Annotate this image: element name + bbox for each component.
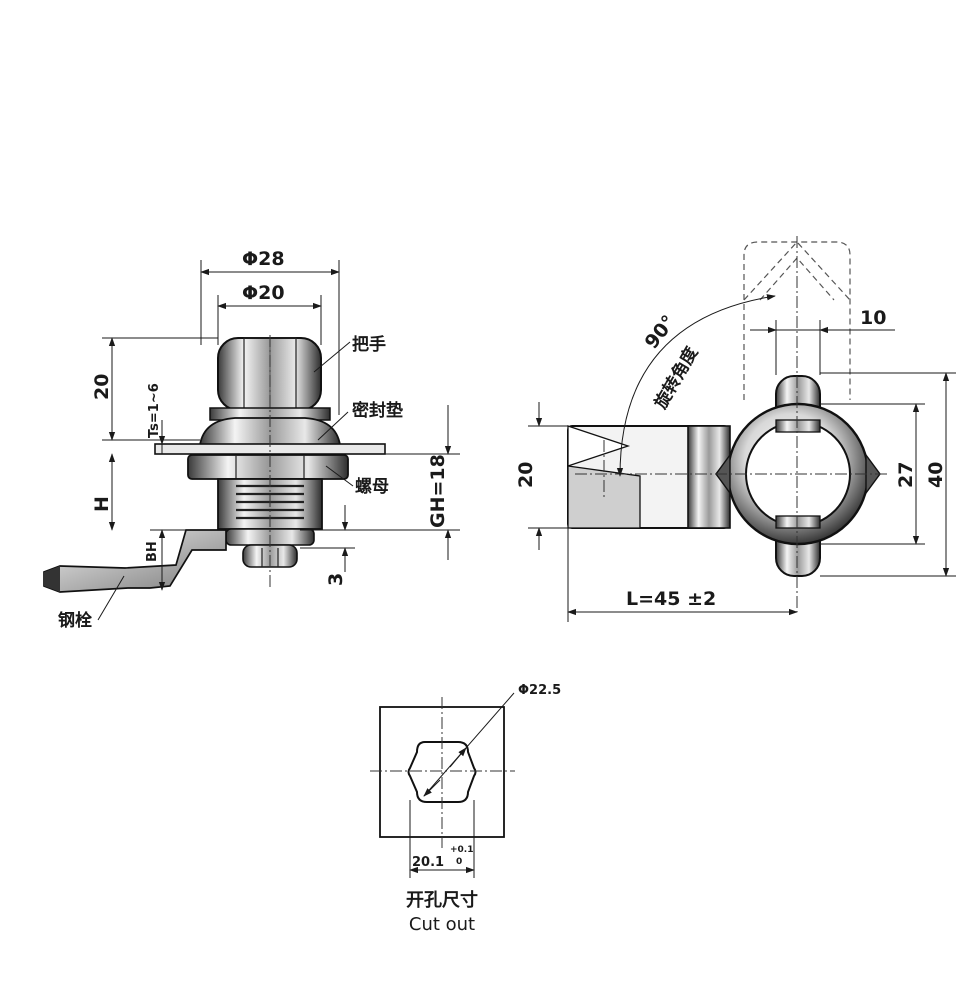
nut — [187, 454, 349, 480]
cutout-caption-en: Cut out — [409, 914, 475, 935]
cutout-dia-label: Φ22.5 — [518, 683, 561, 698]
cutout-width-label: 20.1 — [412, 855, 444, 870]
cam-blade — [567, 425, 731, 529]
dim-bh-label: BH — [145, 541, 160, 562]
dim20-label: 20 — [91, 374, 113, 400]
dim-h-label: H — [91, 496, 113, 512]
dim27-label: 27 — [895, 462, 917, 488]
label-handle: 把手 — [352, 334, 386, 355]
cutout-view: Φ22.5 20.1 +0.1 0 开孔尺寸 Cut out — [370, 683, 561, 935]
dim40-label: 40 — [925, 462, 947, 488]
dim-l-label: L=45 ±2 — [626, 588, 716, 610]
dim-gh-label: GH=18 — [427, 454, 449, 528]
dim3-label: 3 — [325, 573, 347, 586]
front-view: 90° 旋转角度 10 20 27 40 L=45 ±2 — [515, 236, 956, 622]
cam-lever — [43, 529, 227, 593]
cutout-tol-lower: 0 — [456, 857, 462, 867]
dim10-label: 10 — [860, 307, 886, 329]
dia20-label: Φ20 — [242, 282, 285, 304]
cutout-caption-cn: 开孔尺寸 — [406, 889, 478, 911]
cutout-tol-upper: +0.1 — [450, 845, 473, 855]
label-cam: 钢栓 — [58, 610, 92, 631]
cam-hub — [715, 375, 881, 577]
dia28-label: Φ28 — [242, 248, 285, 270]
label-nut: 螺母 — [355, 477, 389, 497]
front-dim20-label: 20 — [515, 462, 537, 488]
angle-label: 90° — [641, 311, 680, 353]
cutout-hole — [407, 741, 477, 803]
dim-ts-label: Ts=1~6 — [147, 383, 162, 438]
label-gasket: 密封垫 — [352, 400, 403, 421]
side-view: Φ28 Φ20 20 Ts=1~6 H BH 3 GH=18 — [43, 248, 460, 631]
